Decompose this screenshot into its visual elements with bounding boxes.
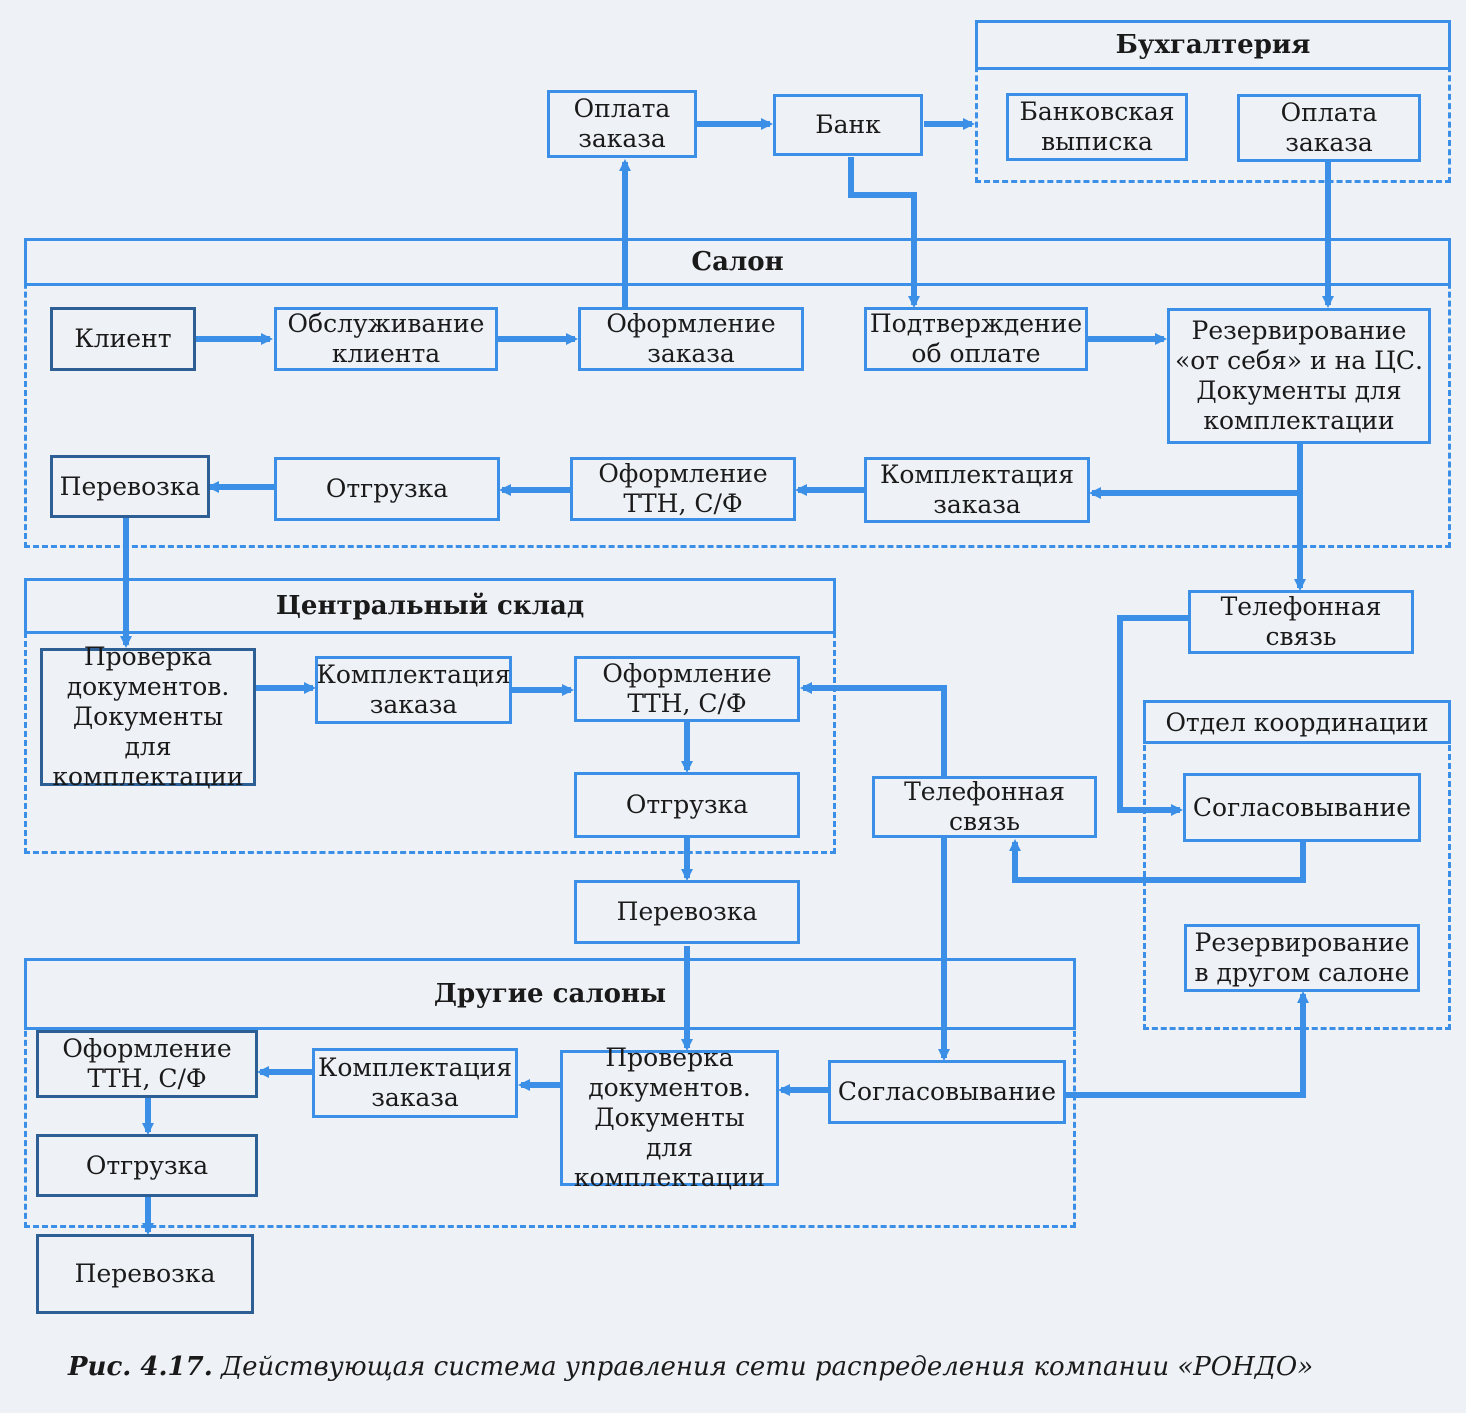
arrow-bank-to-confirmation	[848, 157, 920, 308]
node-cw-order-picking: Комплектация заказа	[315, 656, 512, 724]
arrow-phone-right-to-approval	[1117, 615, 1188, 816]
node-cw-doc-check: Проверка документов. Документы для компл…	[40, 642, 256, 791]
header-salon: Салон	[24, 238, 1451, 286]
node-salon-order-picking: Комплектация заказа	[864, 457, 1090, 523]
node-os-approval: Согласовывание	[828, 1060, 1066, 1124]
node-os-order-picking: Комплектация заказа	[312, 1048, 518, 1118]
node-cw-shipment: Отгрузка	[574, 772, 800, 838]
header-other-salons: Другие салоны	[24, 958, 1076, 1030]
node-accounting-order-payment: Оплата заказа	[1237, 94, 1421, 162]
node-os-waybill: Оформление ТТН, С/Ф	[36, 1030, 258, 1098]
node-reservation-self-cs: Резервирование «от себя» и на ЦС. Докуме…	[1167, 308, 1431, 444]
figure-caption: Рис. 4.17. Действующая система управлени…	[68, 1352, 1448, 1382]
node-reservation-other-salon: Резервирование в другом салоне	[1184, 924, 1420, 992]
node-salon-waybill: Оформление ТТН, С/Ф	[570, 457, 796, 521]
caption-number: Рис. 4.17.	[68, 1352, 213, 1382]
header-accounting: Бухгалтерия	[975, 20, 1451, 70]
node-salon-transport: Перевозка	[50, 455, 210, 518]
node-os-doc-check: Проверка документов. Документы для компл…	[560, 1043, 779, 1192]
header-central-warehouse: Центральный склад	[24, 578, 836, 634]
node-order-processing: Оформление заказа	[578, 307, 804, 371]
arrow-os-approval-to-reservation	[1066, 991, 1309, 1098]
arrow-approval-to-phone-center	[1009, 839, 1306, 883]
header-coordination: Отдел координации	[1143, 700, 1451, 744]
node-payment-confirmation: Подтверждение об оплате	[864, 307, 1088, 371]
node-bank: Банк	[773, 94, 923, 156]
caption-text: Действующая система управления сети расп…	[221, 1352, 1314, 1382]
node-client: Клиент	[50, 307, 196, 371]
node-os-shipment: Отгрузка	[36, 1134, 258, 1197]
node-cw-transport: Перевозка	[574, 880, 800, 944]
node-os-transport: Перевозка	[36, 1234, 254, 1314]
node-phone-link-right: Телефонная связь	[1188, 590, 1414, 654]
arrow-phone-to-cw-waybill	[800, 682, 947, 776]
node-bank-statement: Банковская выписка	[1006, 93, 1188, 161]
node-client-service: Обслуживание клиента	[274, 307, 498, 371]
node-salon-shipment: Отгрузка	[274, 457, 500, 521]
node-cw-waybill: Оформление ТТН, С/Ф	[574, 656, 800, 722]
node-order-payment: Оплата заказа	[547, 90, 697, 158]
node-coord-approval: Согласовывание	[1183, 773, 1421, 842]
node-phone-link-center: Телефонная связь	[872, 776, 1097, 838]
